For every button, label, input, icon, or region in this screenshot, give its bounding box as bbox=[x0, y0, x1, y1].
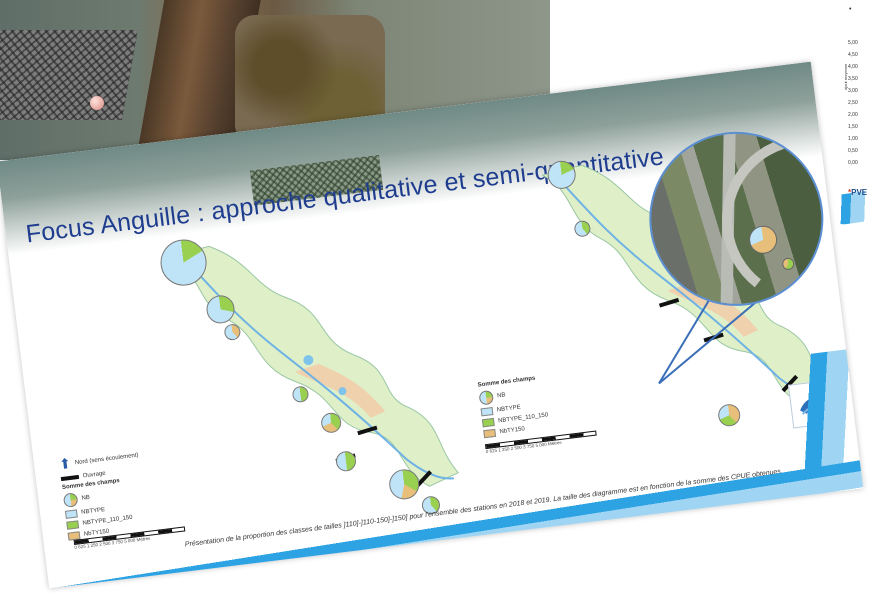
tick: 0,50 bbox=[848, 148, 858, 154]
legend-item: NBTYPE bbox=[80, 506, 106, 516]
ouvrage-symbol-icon bbox=[60, 474, 80, 482]
scalebar-unit: Mètres bbox=[547, 439, 562, 447]
tick: 4,00 bbox=[848, 64, 858, 70]
north-label: Nord (sens écoulement) bbox=[74, 452, 139, 466]
tick: 4,50 bbox=[848, 52, 858, 58]
slide: Focus Anguille : approche qualitative et… bbox=[0, 61, 864, 589]
pie-legend-icon bbox=[62, 492, 79, 508]
right-chart: ajout moyenne 5,00 4,50 4,00 3,50 3,00 2… bbox=[840, 0, 893, 240]
right-legend: Somme des champs NB NBTYPE NBTYPE_110_15… bbox=[477, 372, 550, 442]
legend-swatch bbox=[481, 417, 495, 428]
net-image bbox=[0, 30, 138, 120]
legend-swatch bbox=[480, 406, 494, 417]
pie-legend-label: NB bbox=[496, 392, 506, 400]
buoy-image bbox=[90, 96, 104, 110]
tick: 2,50 bbox=[848, 100, 858, 106]
logo-prefix: * bbox=[848, 188, 852, 197]
pie-legend-icon bbox=[478, 389, 495, 406]
left-legend: ⬆Nord (sens écoulement) Ouvrage Somme de… bbox=[58, 447, 148, 544]
tick: 3,50 bbox=[848, 76, 858, 82]
ouvrage-label: Ouvrage bbox=[82, 470, 107, 480]
legend-swatch bbox=[66, 520, 80, 530]
slide-wrapper: Focus Anguille : approche qualitative et… bbox=[0, 61, 864, 589]
legend-item: NBTYPE bbox=[496, 404, 522, 414]
tick: 5,00 bbox=[848, 40, 858, 46]
legend-swatch bbox=[483, 428, 497, 439]
legend-item: NbTY150 bbox=[499, 426, 526, 436]
tick: 1,50 bbox=[848, 124, 858, 130]
tick: 2,00 bbox=[848, 112, 858, 118]
north-arrow-icon: ⬆ bbox=[58, 454, 72, 473]
tick: 1,00 bbox=[848, 136, 858, 142]
bullet-icon: • bbox=[849, 6, 852, 13]
logo-text: PVE bbox=[851, 188, 868, 197]
right-logo: *PVE bbox=[848, 188, 867, 197]
legend-swatch bbox=[64, 509, 78, 519]
tick: 0,00 bbox=[848, 160, 858, 166]
tick: 3,00 bbox=[848, 88, 858, 94]
pie-legend-label: NB bbox=[81, 494, 91, 502]
